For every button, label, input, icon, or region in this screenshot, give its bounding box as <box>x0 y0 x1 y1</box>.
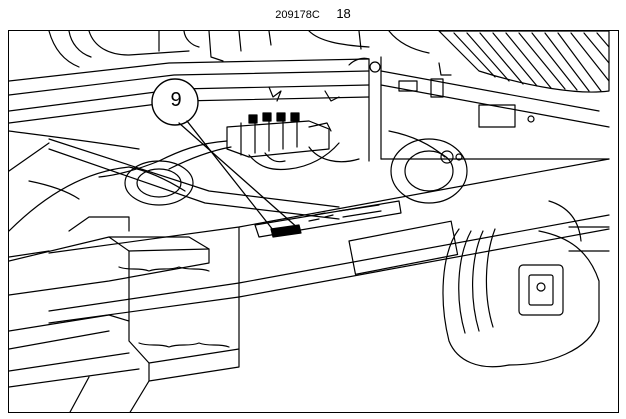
callout-9 <box>151 78 300 236</box>
upper-frame <box>9 56 610 162</box>
callout-label: 9 <box>170 89 182 111</box>
machine-illustration <box>9 31 610 412</box>
top-machinery <box>48 31 610 93</box>
wheel-assembly <box>388 130 610 368</box>
page-header: 209178C 18 <box>0 5 626 23</box>
illustration-frame: 9 <box>8 30 619 413</box>
lower-left-frame <box>9 130 340 258</box>
valve-block <box>98 86 360 178</box>
main-beam <box>48 158 610 324</box>
front-bumper <box>9 236 240 412</box>
page-number: 18 <box>336 6 351 21</box>
document-code: 209178C <box>275 9 320 21</box>
